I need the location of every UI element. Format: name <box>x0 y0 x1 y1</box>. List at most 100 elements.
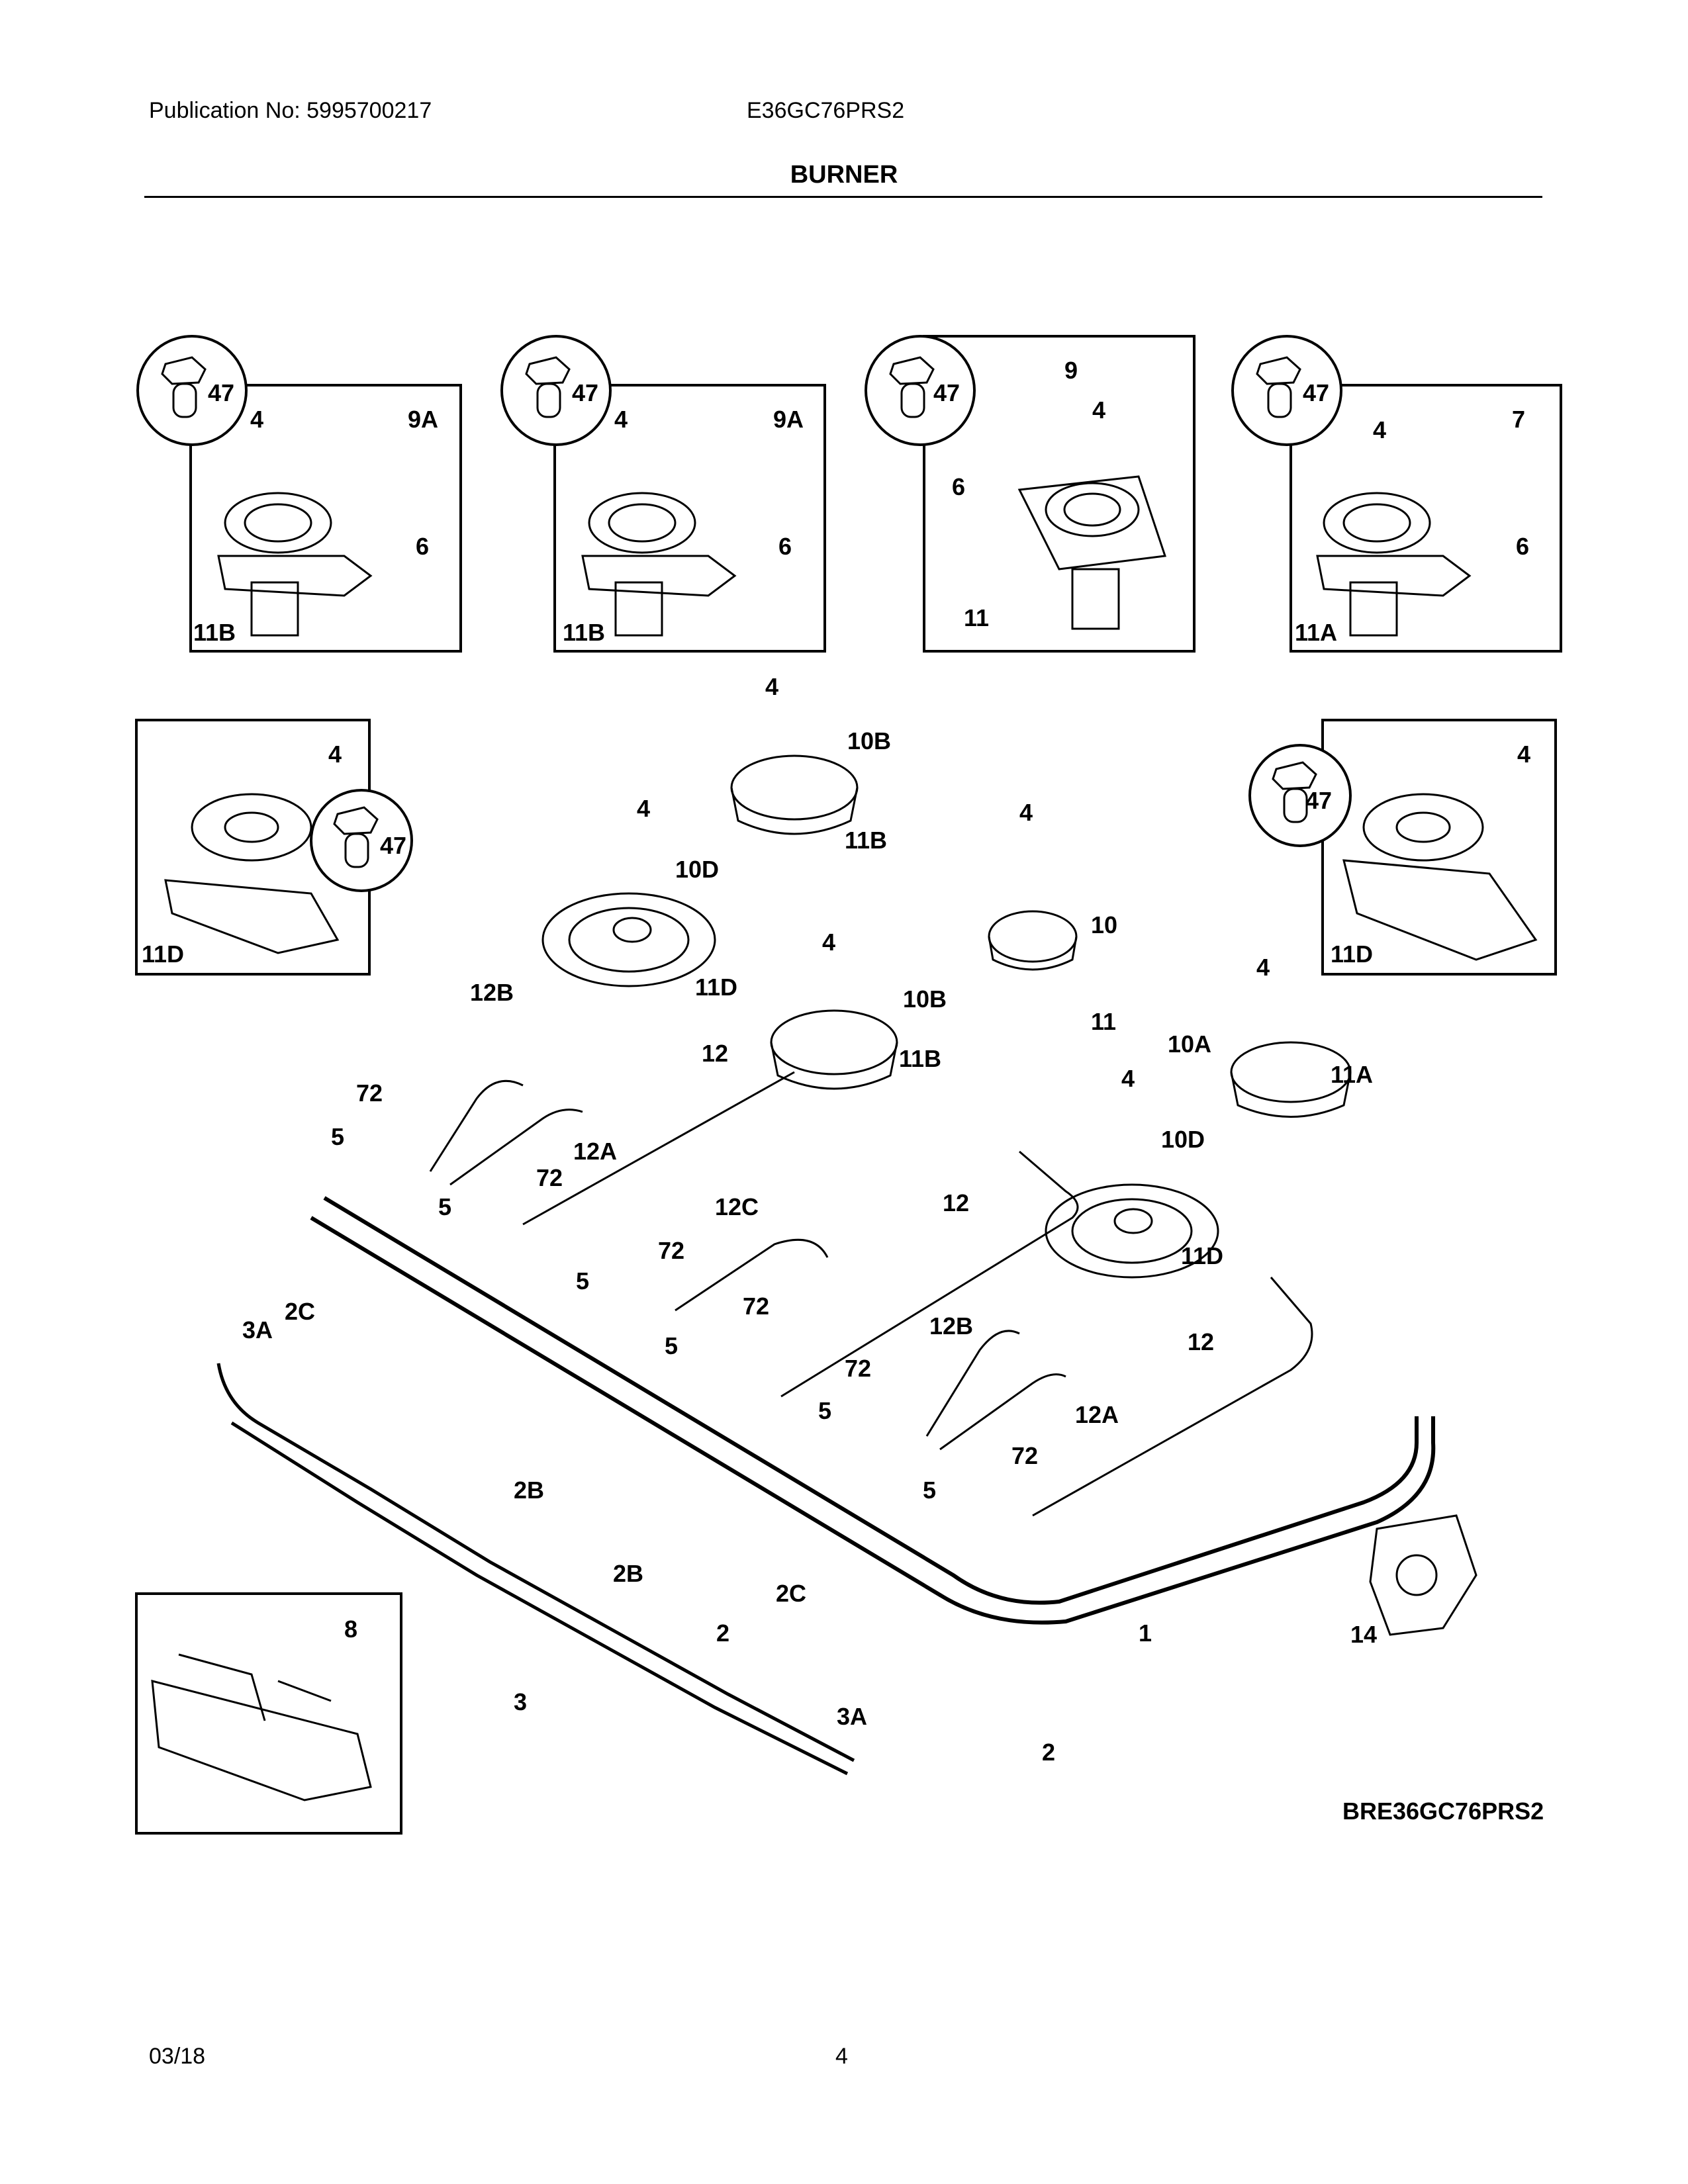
callout-12: 12 <box>1188 1328 1214 1355</box>
callout-47: 47 <box>1305 787 1332 814</box>
orifice-icon <box>161 356 207 418</box>
page-title: BURNER <box>790 161 898 189</box>
callout-10: 10 <box>1091 911 1117 938</box>
burner-cap-10D <box>541 892 716 987</box>
callout-10B: 10B <box>903 985 947 1013</box>
callout-9A: 9A <box>408 406 438 433</box>
callout-12B: 12B <box>929 1312 973 1340</box>
burner-base-sketch <box>164 793 340 954</box>
callout-11B: 11B <box>193 619 236 646</box>
detail-box-1 <box>189 384 462 653</box>
spark-harness <box>216 1363 855 1762</box>
callout-2B: 2B <box>514 1477 544 1504</box>
callout-4: 4 <box>1517 741 1530 768</box>
callout-11D: 11D <box>695 974 737 1001</box>
callout-11D: 11D <box>1331 940 1373 968</box>
orifice-icon <box>889 356 935 418</box>
callout-9: 9 <box>1064 357 1078 384</box>
callout-9A: 9A <box>773 406 804 433</box>
burner-cap-10B-mid <box>770 1009 898 1090</box>
callout-3A: 3A <box>242 1316 273 1343</box>
orifice-detail-circle-right <box>1248 744 1352 847</box>
orifice-icon <box>1272 761 1317 823</box>
orifice-icon <box>525 356 571 418</box>
callout-72: 72 <box>845 1355 871 1382</box>
gas-tube-12B <box>429 1079 524 1172</box>
callout-10B: 10B <box>847 727 891 754</box>
burner-base-sketch <box>1017 475 1167 630</box>
gas-tube-12-c <box>1032 1277 1313 1517</box>
callout-6: 6 <box>416 533 429 560</box>
callout-4: 4 <box>250 406 263 433</box>
callout-2B: 2B <box>613 1560 643 1587</box>
callout-47: 47 <box>1303 379 1329 406</box>
callout-2: 2 <box>1042 1739 1055 1766</box>
callout-4: 4 <box>328 741 342 768</box>
burner-cap-10B-top <box>730 754 859 835</box>
callout-4: 4 <box>765 673 778 700</box>
callout-72: 72 <box>356 1079 383 1107</box>
detail-box-3 <box>923 335 1196 653</box>
callout-11A: 11A <box>1295 619 1337 646</box>
detail-box-4 <box>1289 384 1562 653</box>
gas-tube-12B-right <box>925 1330 1020 1437</box>
orifice-icon <box>333 806 379 868</box>
gas-tube-12 <box>522 1071 795 1226</box>
callout-72: 72 <box>658 1237 684 1264</box>
callout-11D: 11D <box>142 940 184 968</box>
detail-box-right <box>1321 719 1557 976</box>
callout-4: 4 <box>1256 954 1270 981</box>
callout-5: 5 <box>818 1397 831 1424</box>
callout-11D: 11D <box>1181 1242 1223 1269</box>
callout-12: 12 <box>702 1040 728 1067</box>
callout-4: 4 <box>1373 416 1386 443</box>
callout-11B: 11B <box>845 827 887 854</box>
model-number: E36GC76PRS2 <box>747 98 905 123</box>
callout-47: 47 <box>572 379 598 406</box>
spark-module-8 <box>151 1653 372 1801</box>
orifice-icon <box>1256 356 1301 418</box>
gas-tube-12C <box>675 1238 829 1312</box>
detail-box-spark-module <box>135 1592 402 1835</box>
callout-14: 14 <box>1350 1621 1377 1648</box>
callout-10A: 10A <box>1168 1030 1211 1058</box>
callout-6: 6 <box>952 473 965 500</box>
callout-47: 47 <box>208 379 234 406</box>
callout-11B: 11B <box>563 619 605 646</box>
regulator-14 <box>1369 1514 1477 1636</box>
burner-cap-10A <box>1230 1041 1352 1118</box>
manifold-tube <box>323 1196 1419 1605</box>
callout-11B: 11B <box>899 1045 941 1072</box>
callout-5: 5 <box>331 1123 344 1150</box>
callout-6: 6 <box>778 533 792 560</box>
callout-3: 3 <box>514 1688 527 1715</box>
callout-4: 4 <box>637 795 650 822</box>
callout-11A: 11A <box>1331 1061 1373 1088</box>
callout-4: 4 <box>614 406 628 433</box>
gas-tube-12-b <box>780 1150 1079 1398</box>
burner-base-sketch <box>581 492 737 637</box>
burner-base-sketch <box>217 492 373 637</box>
callout-3A: 3A <box>837 1703 867 1730</box>
publication-number: Publication No: 5995700217 <box>149 98 432 123</box>
callout-47: 47 <box>933 379 960 406</box>
callout-4: 4 <box>1019 799 1033 826</box>
burner-cap-10 <box>988 910 1078 971</box>
callout-10D: 10D <box>1161 1126 1205 1153</box>
callout-72: 72 <box>743 1293 769 1320</box>
callout-11: 11 <box>1091 1008 1116 1035</box>
drawing-id: BRE36GC76PRS2 <box>1342 1797 1544 1825</box>
callout-2: 2 <box>716 1619 729 1647</box>
burner-base-sketch <box>1342 793 1538 961</box>
callout-2C: 2C <box>776 1580 806 1607</box>
callout-72: 72 <box>536 1164 563 1191</box>
callout-72: 72 <box>1011 1442 1038 1469</box>
burner-base-sketch <box>1316 492 1472 637</box>
callout-1: 1 <box>1139 1619 1152 1647</box>
callout-12: 12 <box>943 1189 969 1216</box>
callout-4: 4 <box>822 929 835 956</box>
callout-12A: 12A <box>573 1138 617 1165</box>
gas-tube-12A-right <box>939 1373 1066 1451</box>
callout-4: 4 <box>1092 396 1105 424</box>
